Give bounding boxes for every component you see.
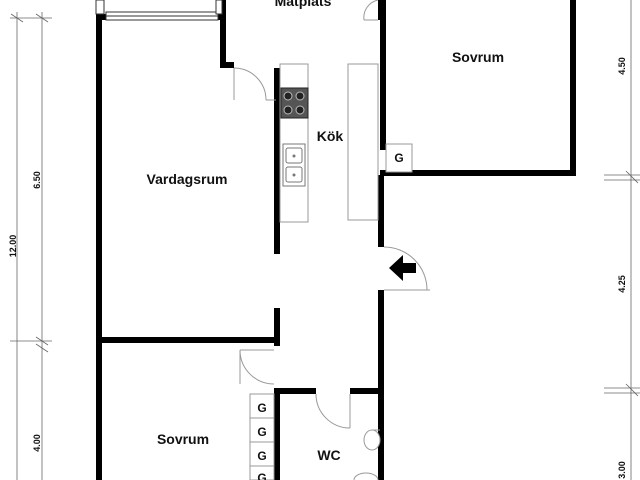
wardrobe-label-1: G — [257, 401, 266, 415]
door-swings — [233, 0, 430, 429]
room-label-matplats: Matplats — [275, 0, 332, 9]
dim-right-bottom: 3.00 — [617, 461, 627, 479]
right-dimension-lines — [604, 0, 640, 480]
room-label-vardagsrum: Vardagsrum — [147, 171, 228, 187]
walls — [96, 0, 576, 480]
dim-left-total: 12.00 — [8, 235, 18, 258]
dim-right-top: 4.50 — [617, 57, 627, 75]
wardrobe-label-4: G — [257, 471, 266, 480]
wardrobe-upper-label: G — [394, 151, 403, 165]
stove-icon — [280, 87, 309, 119]
room-label-sovrum-top: Sovrum — [452, 49, 504, 65]
toilet-icon — [353, 472, 379, 480]
entrance-arrow-icon — [389, 255, 416, 281]
left-dimension-lines — [10, 12, 52, 480]
sink-icon — [282, 143, 306, 187]
room-label-kok: Kök — [317, 128, 344, 144]
room-label-wc: WC — [317, 447, 340, 463]
window-top — [95, 0, 223, 21]
wardrobe-upper: G — [385, 143, 413, 173]
room-label-sovrum-bottom: Sovrum — [157, 431, 209, 447]
wardrobe-label-2: G — [257, 425, 266, 439]
kitchen-counter-right — [347, 63, 379, 221]
dim-left-upper: 6.50 — [32, 171, 42, 189]
wardrobe-label-3: G — [257, 449, 266, 463]
wardrobe-column: G G G G — [249, 393, 275, 480]
dim-left-lower: 4.00 — [32, 434, 42, 452]
washbasin-icon — [363, 429, 381, 451]
wc-fixtures — [353, 429, 381, 480]
dim-right-middle: 4.25 — [617, 275, 627, 293]
